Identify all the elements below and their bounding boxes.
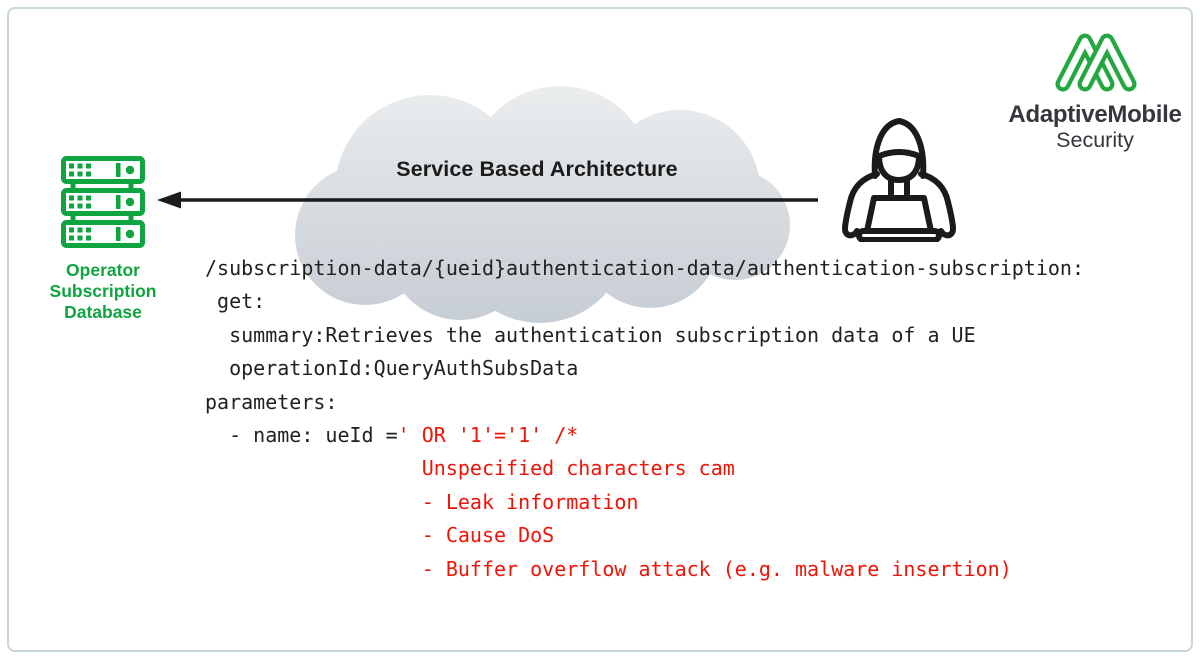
code-line: - Buffer overflow attack (e.g. malware i…	[205, 556, 1012, 581]
logo-text: AdaptiveMobile Security	[995, 101, 1195, 153]
border-frame	[7, 7, 1193, 652]
logo-subtitle: Security	[1056, 128, 1134, 152]
code-block: /subscription-data/{ueid}authentication-…	[205, 252, 1084, 586]
database-label: Operator Subscription Database	[49, 260, 157, 322]
code-line: - name: ueId =' OR '1'='1' /*	[205, 423, 579, 448]
adaptivemobile-logo-icon	[1055, 33, 1137, 92]
code-line: /subscription-data/{ueid}authentication-…	[205, 256, 1084, 280]
code-line: get:	[205, 289, 266, 314]
service-based-architecture-label: Service Based Architecture	[396, 157, 678, 181]
left-arrow-icon	[157, 191, 818, 209]
logo-brand: AdaptiveMobile	[1008, 101, 1182, 128]
code-line: parameters:	[205, 389, 338, 414]
server-stack-icon	[61, 156, 145, 248]
cloud-icon	[295, 86, 790, 323]
code-line: operationId:QueryAuthSubsData	[205, 356, 579, 381]
code-line: - Leak information	[205, 489, 639, 514]
code-line: summary:Retrieves the authentication sub…	[205, 322, 976, 347]
hooded-hacker-laptop-icon	[842, 118, 956, 242]
code-line: - Cause DoS	[205, 523, 555, 548]
code-line: Unspecified characters cam	[205, 456, 735, 481]
